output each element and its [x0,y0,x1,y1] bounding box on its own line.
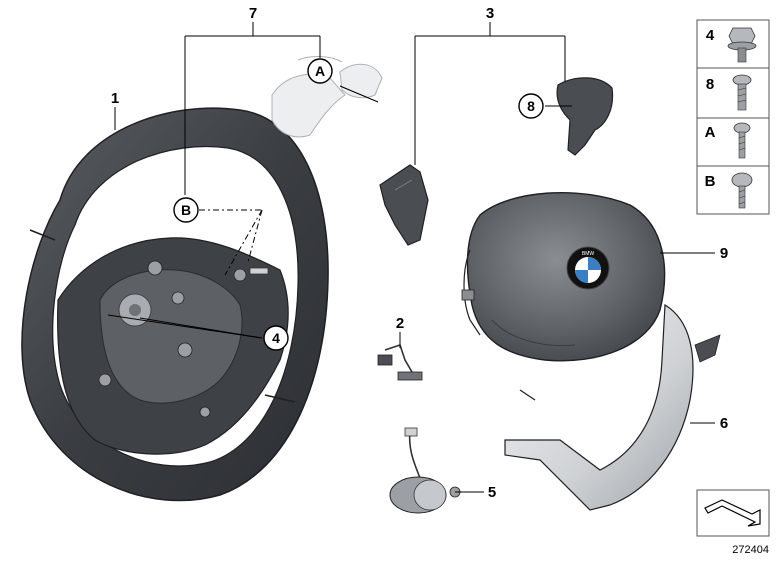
orientation-arrow-icon [704,499,761,527]
callout-a: A [307,58,333,84]
pan-screw-icon [733,122,751,159]
bmw-logo-text: BMW [582,251,595,257]
callout-4: 4 [263,325,289,351]
cover-left-part [379,164,429,246]
label-part-1: 1 [111,90,119,107]
button-screw-icon [731,172,753,209]
torx-screw-icon [732,74,752,111]
airbag-module: BMW [461,192,666,362]
legend-row-8: 8 [706,74,752,111]
svg-text:4: 4 [706,27,715,44]
bmw-logo: BMW [566,246,610,290]
label-part-9: 9 [720,245,728,262]
legend-row-b: B [705,172,753,209]
orientation-box [696,489,770,537]
screw-legend: 4 8 A B [696,19,770,215]
vibration-actuator-part [389,427,461,514]
label-part-3: 3 [486,5,494,22]
label-part-6: 6 [720,415,728,432]
svg-text:B: B [181,202,191,218]
svg-text:4: 4 [272,330,280,346]
callout-b: B [173,197,199,223]
svg-text:A: A [315,63,325,79]
svg-text:8: 8 [706,76,714,93]
label-part-7: 7 [249,5,257,22]
cover-right-part [556,77,614,156]
multifunction-switch-part [271,56,383,138]
steering-wheel [21,107,329,502]
label-part-5: 5 [488,484,496,501]
trim-cover-part [504,303,721,511]
svg-text:8: 8 [527,98,535,114]
svg-text:B: B [705,173,716,190]
callout-8: 8 [518,93,544,119]
wiring-harness-part [377,343,423,381]
svg-text:A: A [705,124,716,141]
legend-row-4: 4 [706,27,757,63]
legend-row-a: A [705,122,751,159]
reference-number: 272404 [732,544,769,556]
label-part-2: 2 [396,315,404,332]
flange-bolt-icon [727,27,757,63]
